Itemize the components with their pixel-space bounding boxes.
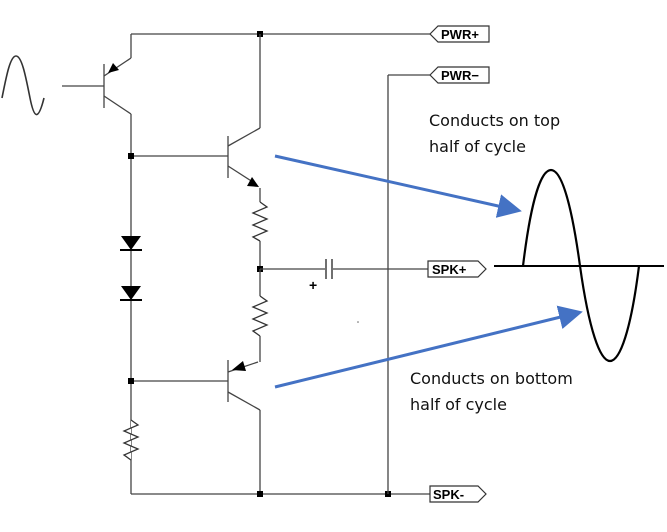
top-half-arrow [274,154,522,218]
top-half-annotation: Conducts on top half of cycle [429,108,560,160]
bottom-half-arrow [274,305,583,389]
top-half-annotation-line-1: Conducts on top [429,111,561,130]
upper-emitter-resistor-icon [251,201,269,242]
upper-base-junction-dot [128,153,134,159]
port-pwr-plus-label: PWR+ [441,27,479,42]
capacitor-polarity-label: + [309,277,317,293]
port-pwr-minus-label: PWR− [441,68,479,83]
stray-dot [357,321,359,323]
bottom-half-annotation-line-1: Conducts on bottom [410,369,573,388]
lower-emitter-resistor-icon [251,295,269,337]
port-spk-plus: SPK+ [427,260,487,278]
lower-output-transistor [227,360,261,494]
port-spk-plus-label: SPK+ [432,262,467,277]
bias-diode-upper-icon [121,236,141,250]
lower-base-junction-dot [128,378,134,384]
bias-resistor-icon [122,419,140,461]
upper-output-transistor [227,127,261,185]
bias-diode-lower-icon [121,286,141,300]
bottom-half-annotation-line-2: half of cycle [410,395,507,414]
top-half-annotation-line-2: half of cycle [429,137,526,156]
driver-transistor-arrow-icon [108,63,119,73]
port-spk-minus-label: SPK- [433,487,464,502]
port-pwr-minus: PWR− [429,66,490,84]
port-pwr-plus: PWR+ [429,25,490,43]
port-spk-minus: SPK- [429,485,487,503]
input-signal-waveform [1,55,45,116]
lower-output-transistor-arrow-icon [232,361,246,371]
output-waveform [521,168,641,363]
driver-transistor [103,34,132,156]
bottom-half-annotation: Conducts on bottom half of cycle [410,366,573,418]
bottom-rail-junction-dot-left [257,491,263,497]
upper-output-transistor-arrow-icon [247,177,259,187]
